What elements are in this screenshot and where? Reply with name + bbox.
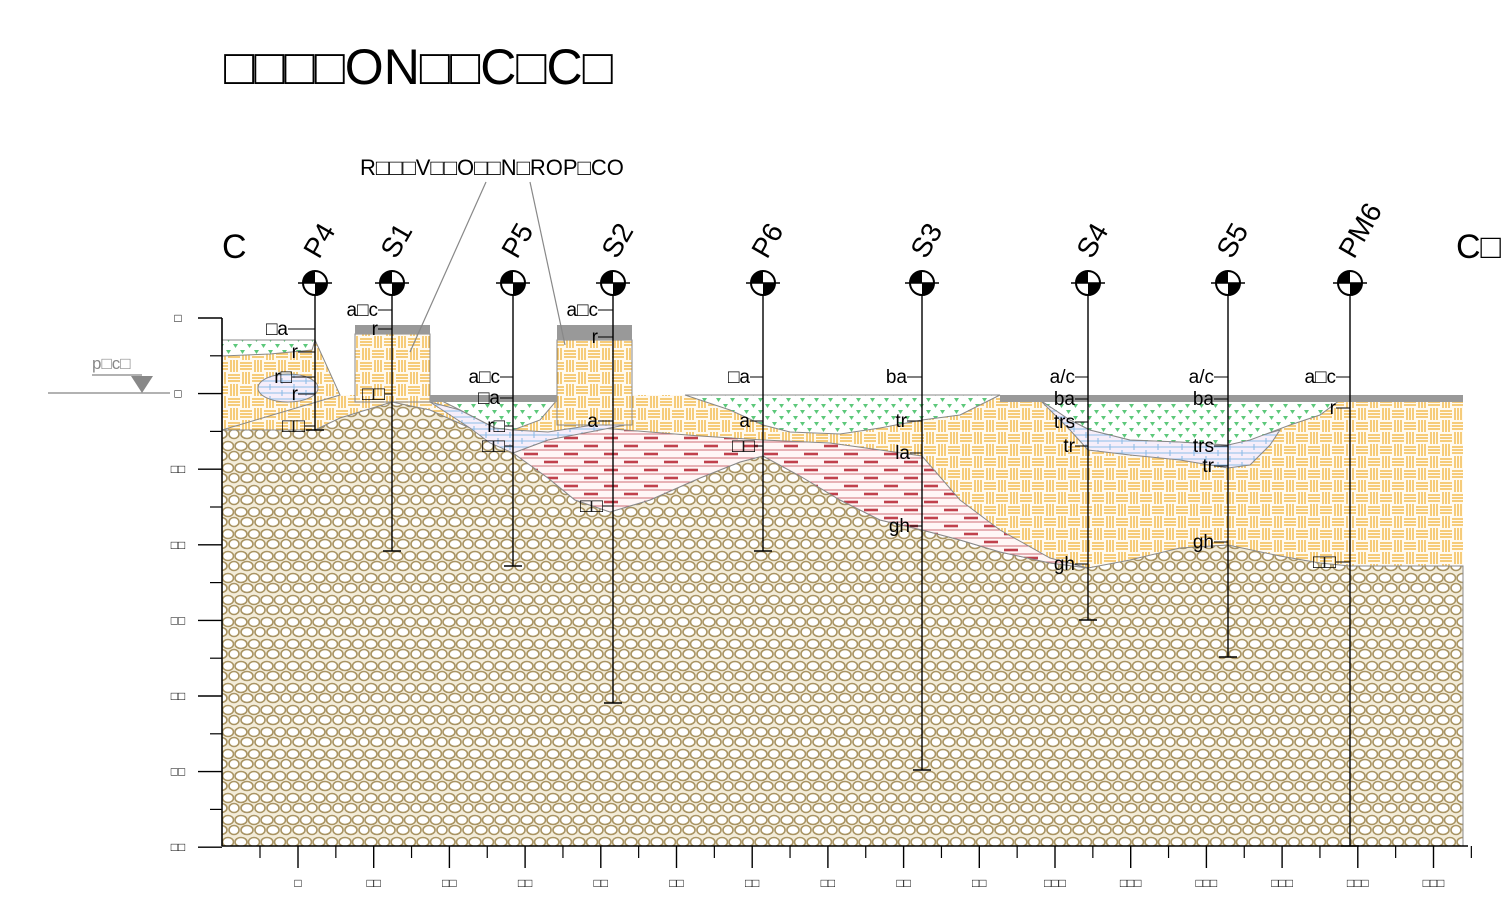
- depth-tick-label: □□: [171, 462, 186, 476]
- layer-label: trs: [1193, 436, 1214, 457]
- layer-label: □□: [1313, 552, 1336, 573]
- clay-lens-p4: [257, 373, 319, 403]
- layer-label: la: [895, 443, 910, 464]
- borehole-id: S3: [904, 218, 948, 263]
- layer-label: gh: [1193, 532, 1214, 553]
- distance-axis: □□□□□□□□□□□□□□□□□□□□□□□□□□□□□□□□□□□□□: [222, 845, 1472, 890]
- layer-label: a□c: [346, 300, 378, 321]
- layer-label: □□: [482, 436, 505, 457]
- layer-label: r: [292, 384, 299, 405]
- layer-label: a: [739, 411, 750, 432]
- fill-note: R□□□V□□O□□N□ROP□CO: [360, 155, 624, 180]
- layer-label: a/c: [1189, 367, 1214, 388]
- layer-label: trs: [1054, 412, 1075, 433]
- boreholes: P4□arr□r□□S1a□cr□□P5a□c□ar□□□S2a□cra□□P6…: [266, 198, 1388, 847]
- depth-tick-label: □□: [171, 613, 186, 627]
- layer-label: r: [292, 342, 299, 363]
- layer-label: a: [587, 411, 598, 432]
- borehole-symbol-icon: [1211, 270, 1245, 296]
- borehole-symbol-icon: [596, 270, 630, 296]
- depth-tick-label: □□: [171, 765, 186, 779]
- pavement-right: [1000, 395, 1463, 402]
- distance-tick-label: □□: [745, 876, 760, 890]
- distance-tick-label: □□□: [1271, 876, 1293, 890]
- layer-label: tr: [895, 411, 907, 432]
- layer-label: a□c: [566, 300, 598, 321]
- layer-label: □a: [728, 367, 750, 388]
- layer-label: ba: [1054, 389, 1076, 410]
- distance-tick-label: □□□: [1196, 876, 1218, 890]
- layer-label: □a: [266, 319, 288, 340]
- layer-label: a□c: [468, 367, 500, 388]
- distance-tick-label: □□□: [1347, 876, 1369, 890]
- distance-tick-label: □□: [594, 876, 609, 890]
- distance-tick-label: □□: [518, 876, 533, 890]
- borehole-symbol-icon: [298, 270, 332, 296]
- water-table-marker: p□c□: [48, 354, 170, 394]
- layer-label: r□: [274, 367, 292, 388]
- depth-axis: □□□□□□□□□□□□□□: [171, 311, 223, 854]
- depth-tick-label: □: [174, 387, 181, 401]
- pavement-road: [430, 395, 557, 402]
- borehole-id: P5: [495, 218, 539, 263]
- sand-pillar-s2: [556, 339, 633, 426]
- layer-label: ba: [1193, 389, 1215, 410]
- layer-label: □□: [580, 496, 603, 517]
- layer-label: tr: [1202, 456, 1214, 477]
- layer-label: r: [372, 319, 379, 340]
- topsoil-p6-s3: [684, 394, 1001, 435]
- borehole-id: S4: [1070, 218, 1114, 263]
- layer-label: □□: [362, 384, 385, 405]
- distance-tick-label: □: [294, 876, 301, 890]
- borehole-s3: S3 ba tr la gh: [886, 218, 948, 771]
- borehole-s1: S1 a□cr □□: [346, 218, 418, 552]
- layer-label: r□: [487, 416, 505, 437]
- layer-label: □a: [478, 388, 500, 409]
- fill-note-leaders: [409, 181, 566, 353]
- distance-tick-label: □□□: [1120, 876, 1142, 890]
- borehole-symbol-icon: [746, 270, 780, 296]
- water-table-label: p□c□: [92, 354, 131, 373]
- borehole-id: P4: [297, 218, 341, 263]
- borehole-symbol-icon: [375, 270, 409, 296]
- section-end-label: C□: [1456, 228, 1502, 266]
- layer-label: gh: [1054, 554, 1075, 575]
- borehole-symbol-icon: [905, 270, 939, 296]
- depth-tick-label: □□: [171, 538, 186, 552]
- section-start-label: C: [222, 228, 247, 266]
- depth-tick-label: □□: [171, 840, 186, 854]
- borehole-id: P6: [745, 218, 789, 263]
- layer-label: r: [1330, 398, 1337, 419]
- distance-tick-label: □□: [896, 876, 911, 890]
- layer-label: a/c: [1050, 367, 1075, 388]
- borehole-symbol-icon: [496, 270, 530, 296]
- distance-tick-label: □□□: [1044, 876, 1066, 890]
- layer-label: □□: [732, 436, 755, 457]
- distance-tick-label: □□: [366, 876, 381, 890]
- distance-tick-label: □□: [442, 876, 457, 890]
- page-title: □□□□ON□□C□C□: [224, 39, 613, 95]
- layer-label: a□c: [1304, 367, 1336, 388]
- borehole-id: S1: [374, 218, 418, 263]
- distance-tick-label: □□: [972, 876, 987, 890]
- borehole-symbol-icon: [1071, 270, 1105, 296]
- distance-tick-label: □□: [669, 876, 684, 890]
- strata: [221, 325, 1464, 847]
- borehole-symbol-icon: [1333, 270, 1367, 296]
- layer-label: tr: [1063, 436, 1075, 457]
- layer-label: ba: [886, 367, 908, 388]
- distance-tick-label: □□□: [1423, 876, 1445, 890]
- depth-tick-label: □□: [171, 689, 186, 703]
- borehole-id: S5: [1210, 218, 1254, 263]
- layer-label: gh: [889, 516, 910, 537]
- borehole-id: PM6: [1332, 198, 1388, 263]
- distance-tick-label: □□: [821, 876, 836, 890]
- layer-label: r: [592, 327, 599, 348]
- depth-tick-label: □: [174, 311, 181, 325]
- silt-lens: [511, 427, 1089, 569]
- borehole-id: S2: [595, 218, 639, 263]
- layer-label: □□: [282, 416, 305, 437]
